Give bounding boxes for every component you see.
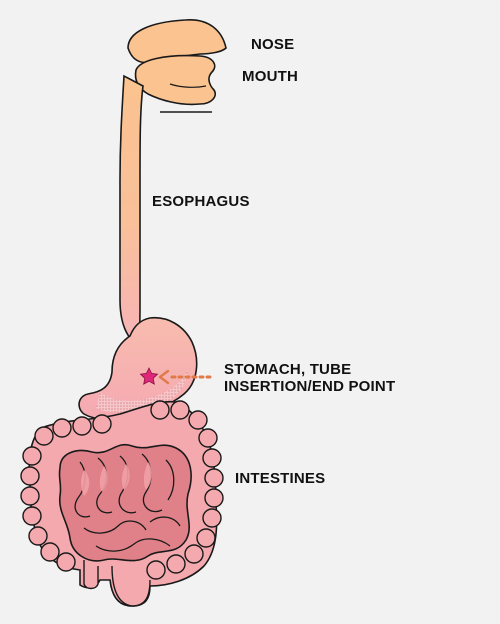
mouth-label: MOUTH [242,68,298,85]
intestines-label: INTESTINES [235,470,326,487]
small-intestine [58,443,192,562]
oral-cavity [134,54,216,113]
esophagus-tube [119,74,144,347]
star-icon [139,367,159,385]
stomach-label-line2: INSERTION/END POINT [224,378,396,395]
dotted-arrow-icon [158,369,212,385]
esophagus-label: ESOPHAGUS [152,193,250,210]
stomach-label: STOMACH, TUBE INSERTION/END POINT [224,361,395,395]
stomach-label-line1: STOMACH, TUBE [224,361,352,378]
nose-label: NOSE [251,36,295,53]
